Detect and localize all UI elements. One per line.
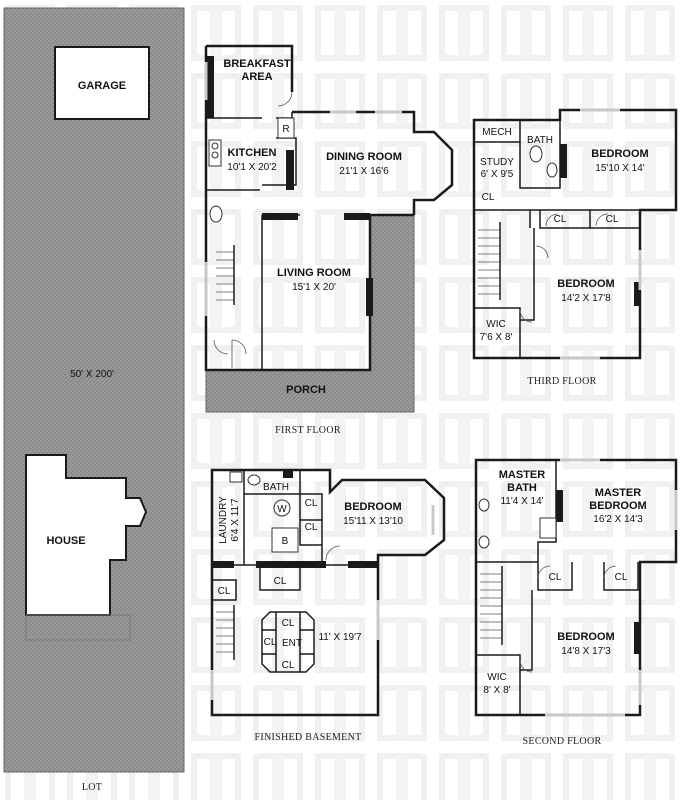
breakfast-label-2: AREA xyxy=(241,71,272,83)
kitchen-label: KITCHEN xyxy=(228,147,277,159)
first-floor-plan: R BREAKFAST AREA KITCHEN 10'1 X 20'2 DIN… xyxy=(204,44,454,436)
study-label: STUDY xyxy=(480,157,514,168)
laundry-label: LAUNDRY xyxy=(218,496,229,544)
ent-cabinet xyxy=(261,611,315,673)
second-wic-size: 8' X 8' xyxy=(483,685,510,696)
mech-label: MECH xyxy=(482,127,511,138)
first-floor-stairs xyxy=(216,245,235,305)
laundry-size: 6'4 X 11'7 xyxy=(230,498,241,542)
master-bedroom-label-1: MASTER xyxy=(595,487,642,499)
third-bath-label: BATH xyxy=(527,135,553,146)
basement-stairs xyxy=(216,605,235,660)
third-floor-caption: THIRD FLOOR xyxy=(527,376,596,387)
living-size: 15'1 X 20' xyxy=(292,282,336,293)
ent-closet-2: CL xyxy=(264,637,277,648)
third-bedroom2-size: 14'2 X 17'8 xyxy=(561,293,611,304)
second-closet-2: CL xyxy=(615,572,628,583)
third-bedroom2-label: BEDROOM xyxy=(557,278,614,290)
study-size: 6' X 9'5 xyxy=(481,169,514,180)
garage xyxy=(54,46,150,120)
third-floor-stairs xyxy=(478,222,501,300)
breakfast-label-1: BREAKFAST xyxy=(223,58,291,70)
third-bedroom1-label: BEDROOM xyxy=(591,148,648,160)
house-footprint xyxy=(25,454,148,616)
third-closet-2: CL xyxy=(554,214,567,225)
basement-rec-size: 11' X 19'7 xyxy=(318,632,362,643)
master-bath-label-2: BATH xyxy=(507,482,537,494)
porch-label: PORCH xyxy=(286,384,326,396)
basement-plan: W B BATH LAUNDRY 6'4 X 11'7 CL CL CL CL … xyxy=(210,468,446,743)
third-closet-1: CL xyxy=(482,192,495,203)
ent-closet-1: CL xyxy=(282,618,295,629)
third-wic-size: 7'6 X 8' xyxy=(480,332,513,343)
ent-closet-3: CL xyxy=(282,660,295,671)
dining-size: 21'1 X 16'6 xyxy=(339,166,389,177)
refrigerator-label: R xyxy=(282,124,289,135)
basement-bedroom-label: BEDROOM xyxy=(344,501,401,513)
second-bedroom-size: 14'8 X 17'3 xyxy=(561,646,611,657)
third-floor-plan: MECH BATH STUDY 6' X 9'5 CL CL CL BEDROO… xyxy=(472,108,678,387)
dining-label: DINING ROOM xyxy=(326,151,402,163)
basement-bath-label: BATH xyxy=(263,482,289,493)
garage-label: GARAGE xyxy=(78,80,126,92)
lot-plan: GARAGE 50' X 200' HOUSE LOT xyxy=(3,7,185,793)
master-bath-size: 11'4 X 14' xyxy=(500,496,543,507)
ent-label: ENT xyxy=(282,638,302,649)
master-bath-label-1: MASTER xyxy=(499,469,546,481)
washer-label: W xyxy=(277,504,287,515)
basement-caption: FINISHED BASEMENT xyxy=(254,732,361,743)
basement-closet-4: CL xyxy=(218,586,231,597)
third-wic-label: WIC xyxy=(486,319,505,330)
basement-closet-2: CL xyxy=(305,522,318,533)
master-bedroom-label-2: BEDROOM xyxy=(589,500,646,512)
house-label: HOUSE xyxy=(46,535,85,547)
second-floor-stairs xyxy=(480,566,503,645)
second-bedroom-label: BEDROOM xyxy=(557,631,614,643)
boiler-label: B xyxy=(282,536,289,547)
second-wic-label: WIC xyxy=(487,672,506,683)
second-floor-plan: MASTER BATH 11'4 X 14' MASTER BEDROOM 16… xyxy=(474,458,678,747)
basement-bedroom-size: 15'11 X 13'10 xyxy=(343,516,403,527)
lot-caption: LOT xyxy=(82,782,102,793)
basement-closet-3: CL xyxy=(274,576,287,587)
living-label: LIVING ROOM xyxy=(277,267,351,279)
second-closet-1: CL xyxy=(549,572,562,583)
third-bedroom1-size: 15'10 X 14' xyxy=(595,163,645,174)
third-closet-3: CL xyxy=(606,214,619,225)
second-floor-caption: SECOND FLOOR xyxy=(523,736,602,747)
basement-closet-1: CL xyxy=(305,498,318,509)
master-bedroom-size: 16'2 X 14'3 xyxy=(593,514,643,525)
first-floor-caption: FIRST FLOOR xyxy=(275,425,341,436)
lot-dimensions: 50' X 200' xyxy=(70,369,114,380)
kitchen-size: 10'1 X 20'2 xyxy=(227,162,277,173)
